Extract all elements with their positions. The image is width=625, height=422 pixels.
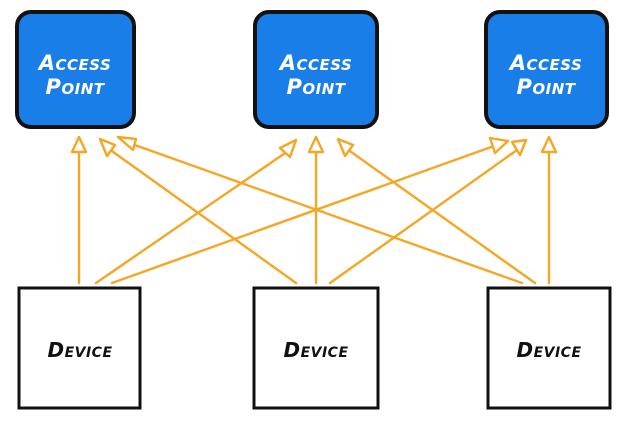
- connection-device1-ap3: [110, 136, 510, 285]
- access-point-3: Access Point: [484, 10, 609, 129]
- device-label: Device: [283, 338, 348, 362]
- access-point-label-line2: Point: [286, 75, 346, 99]
- device-1: Device: [17, 286, 142, 410]
- connection-device2-ap1: [98, 137, 298, 285]
- connection-device3-ap2: [336, 137, 537, 285]
- connection-device3-ap1: [116, 135, 524, 285]
- access-point-label-line1: Access: [37, 51, 112, 75]
- connection-device1-ap2: [94, 138, 298, 285]
- access-point-label-line2: Point: [516, 75, 576, 99]
- access-point-1: Access Point: [15, 10, 136, 129]
- device-label: Device: [47, 338, 112, 362]
- connection-device2-ap3: [328, 138, 528, 285]
- device-3: Device: [486, 286, 612, 410]
- access-point-label-line2: Point: [45, 75, 105, 99]
- access-point-2: Access Point: [253, 10, 379, 129]
- connection-device2-ap2: [307, 135, 325, 285]
- connections: [70, 135, 558, 285]
- device-2: Device: [252, 286, 380, 410]
- connection-device1-ap1: [70, 135, 88, 285]
- connection-device3-ap3: [540, 135, 558, 285]
- device-label: Device: [516, 338, 581, 362]
- access-point-label-line1: Access: [278, 51, 353, 75]
- access-point-label-line1: Access: [508, 51, 583, 75]
